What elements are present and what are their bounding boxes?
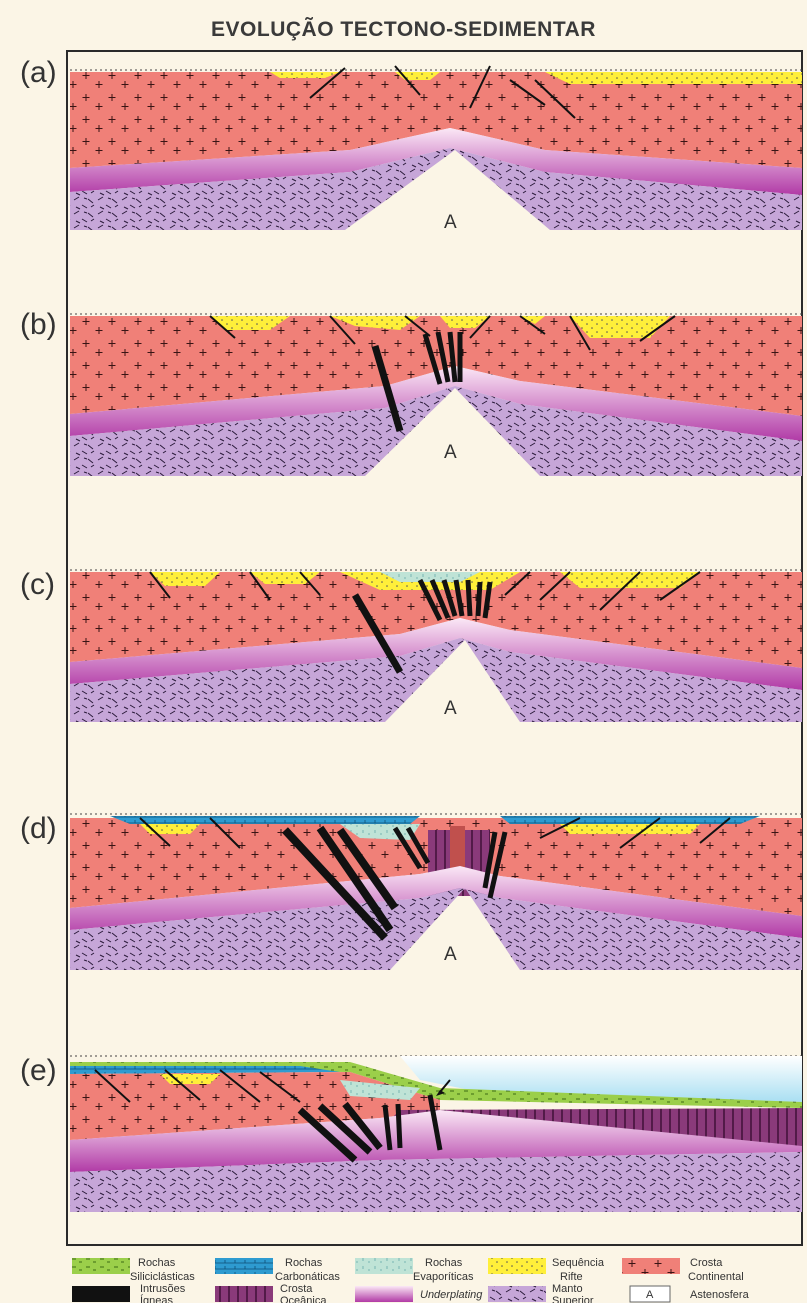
- svg-text:Manto: Manto: [552, 1283, 583, 1295]
- asthenosphere-label-c: A: [444, 698, 457, 719]
- legend-item-continental-crust: Crosta Continental: [622, 1257, 744, 1283]
- panel-e: (e): [20, 1054, 802, 1212]
- svg-text:Rochas: Rochas: [285, 1257, 323, 1269]
- asthenosphere-label-a: A: [444, 212, 457, 233]
- panel-a: (a) A: [20, 56, 802, 233]
- panel-label-a: (a): [20, 56, 57, 89]
- svg-text:Crosta: Crosta: [690, 1257, 723, 1269]
- panel-d: (d) A: [20, 812, 802, 970]
- legend-item-carbonate: Rochas Carbonáticas: [215, 1257, 340, 1283]
- svg-text:Sequência: Sequência: [552, 1257, 605, 1269]
- svg-text:Evaporíticas: Evaporíticas: [413, 1271, 474, 1283]
- svg-text:Continental: Continental: [688, 1271, 744, 1283]
- legend-item-asthenosphere: A Astenosfera: [629, 1285, 750, 1303]
- svg-text:Crosta: Crosta: [280, 1283, 313, 1295]
- svg-text:Astenosfera: Astenosfera: [690, 1289, 750, 1301]
- svg-text:Siliciclásticas: Siliciclásticas: [130, 1271, 195, 1283]
- panel-label-d: (d): [20, 812, 57, 845]
- legend: Rochas Siliciclásticas Rochas Carbonátic…: [72, 1257, 750, 1303]
- legend-item-upper-mantle: Manto Superior: [488, 1283, 594, 1303]
- panel-b: (b) A: [20, 308, 802, 476]
- svg-text:Underplating: Underplating: [420, 1289, 483, 1301]
- asthenosphere-label-d: A: [444, 944, 457, 965]
- svg-text:Rifte: Rifte: [560, 1271, 583, 1283]
- svg-text:Rochas: Rochas: [138, 1257, 176, 1269]
- svg-text:Rochas: Rochas: [425, 1257, 463, 1269]
- svg-text:Superior: Superior: [552, 1295, 594, 1303]
- legend-item-igneous: Intrusões Ígneas: [72, 1283, 186, 1303]
- svg-text:A: A: [646, 1289, 654, 1301]
- panel-label-b: (b): [20, 308, 57, 341]
- legend-item-siliciclastic: Rochas Siliciclásticas: [72, 1257, 195, 1283]
- svg-text:Oceânica: Oceânica: [280, 1295, 327, 1303]
- legend-item-evaporite: Rochas Evaporíticas: [355, 1257, 474, 1283]
- legend-item-oceanic-crust: Crosta Oceânica: [215, 1283, 327, 1303]
- legend-item-rift: Sequência Rifte: [488, 1257, 605, 1283]
- asthenosphere-label-b: A: [444, 442, 457, 463]
- svg-text:Carbonáticas: Carbonáticas: [275, 1271, 340, 1283]
- legend-item-underplating: Underplating: [355, 1286, 483, 1302]
- figure-title: EVOLUÇÃO TECTONO-SEDIMENTAR: [211, 18, 596, 41]
- svg-text:Ígneas: Ígneas: [140, 1294, 174, 1303]
- panel-label-e: (e): [20, 1054, 57, 1087]
- panel-c: (c) A: [20, 568, 802, 722]
- panel-label-c: (c): [20, 568, 55, 601]
- svg-text:Intrusões: Intrusões: [140, 1283, 186, 1295]
